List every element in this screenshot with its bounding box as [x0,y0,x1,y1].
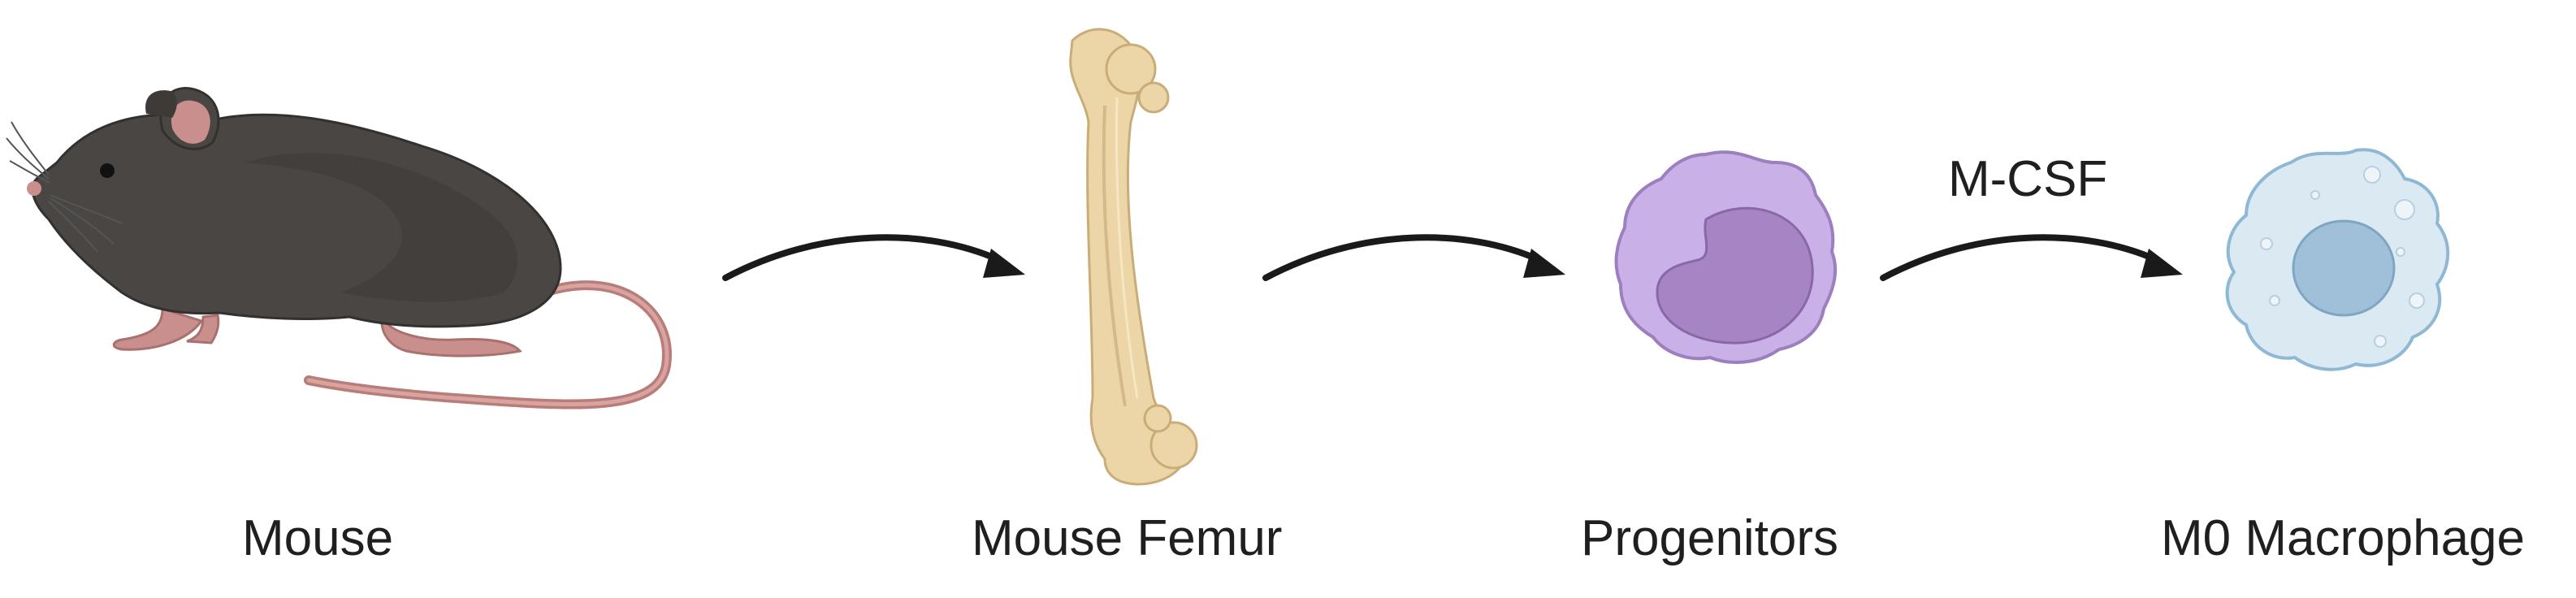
label-m0-macrophage: M0 Macrophage [2161,510,2526,566]
arrow-progenitors-to-macrophage [1880,234,2183,281]
label-mouse-femur: Mouse Femur [972,510,1283,566]
arrow-femur-to-progenitors [1262,234,1565,281]
label-m-csf: M-CSF [1948,151,2108,207]
progenitor-cell-icon [1614,150,1838,364]
macrophage-cell-icon [2225,148,2450,371]
arrow-mouse-to-femur [722,234,1025,281]
femur-icon [1069,28,1198,486]
label-progenitors: Progenitors [1581,510,1839,566]
label-mouse: Mouse [242,510,394,566]
mouse-icon [6,87,672,410]
